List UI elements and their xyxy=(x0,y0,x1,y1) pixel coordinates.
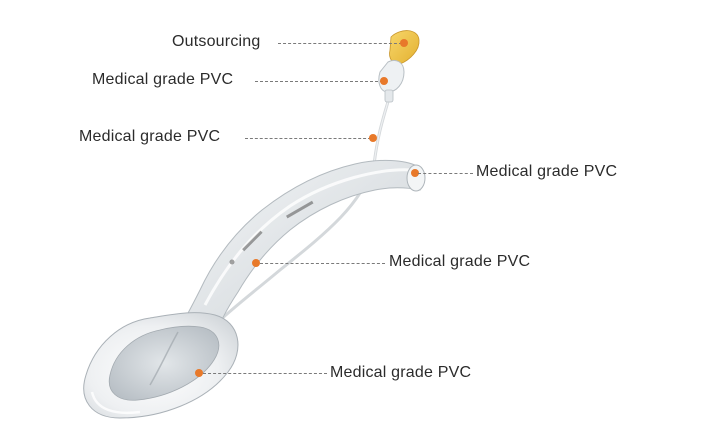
callout-marker-inflation-valve xyxy=(380,77,388,85)
leader-line-airway-tube xyxy=(260,263,385,264)
airway-tube xyxy=(177,159,421,341)
leader-line-mask-cuff xyxy=(203,373,327,374)
callout-marker-pilot-balloon xyxy=(400,39,408,47)
callout-label-inflation-valve: Medical grade PVC xyxy=(92,71,234,88)
callout-marker-inflation-line xyxy=(369,134,377,142)
callout-label-inflation-line: Medical grade PVC xyxy=(79,128,221,145)
mask-bowl xyxy=(108,325,220,401)
tube-markings xyxy=(229,200,314,265)
leader-line-inflation-line xyxy=(245,138,371,139)
callout-label-pilot-balloon: Outsourcing xyxy=(172,33,261,50)
callout-label-airway-tube: Medical grade PVC xyxy=(389,253,531,270)
leader-line-inflation-valve xyxy=(255,81,383,82)
callout-marker-mask-cuff xyxy=(195,369,203,377)
leader-line-connector xyxy=(418,173,473,174)
callout-label-mask-cuff: Medical grade PVC xyxy=(330,364,472,381)
leader-line-pilot-balloon xyxy=(278,43,402,44)
callout-marker-connector xyxy=(411,169,419,177)
callout-marker-airway-tube xyxy=(252,259,260,267)
pilot-balloon xyxy=(389,30,420,65)
callout-label-connector: Medical grade PVC xyxy=(476,163,618,180)
